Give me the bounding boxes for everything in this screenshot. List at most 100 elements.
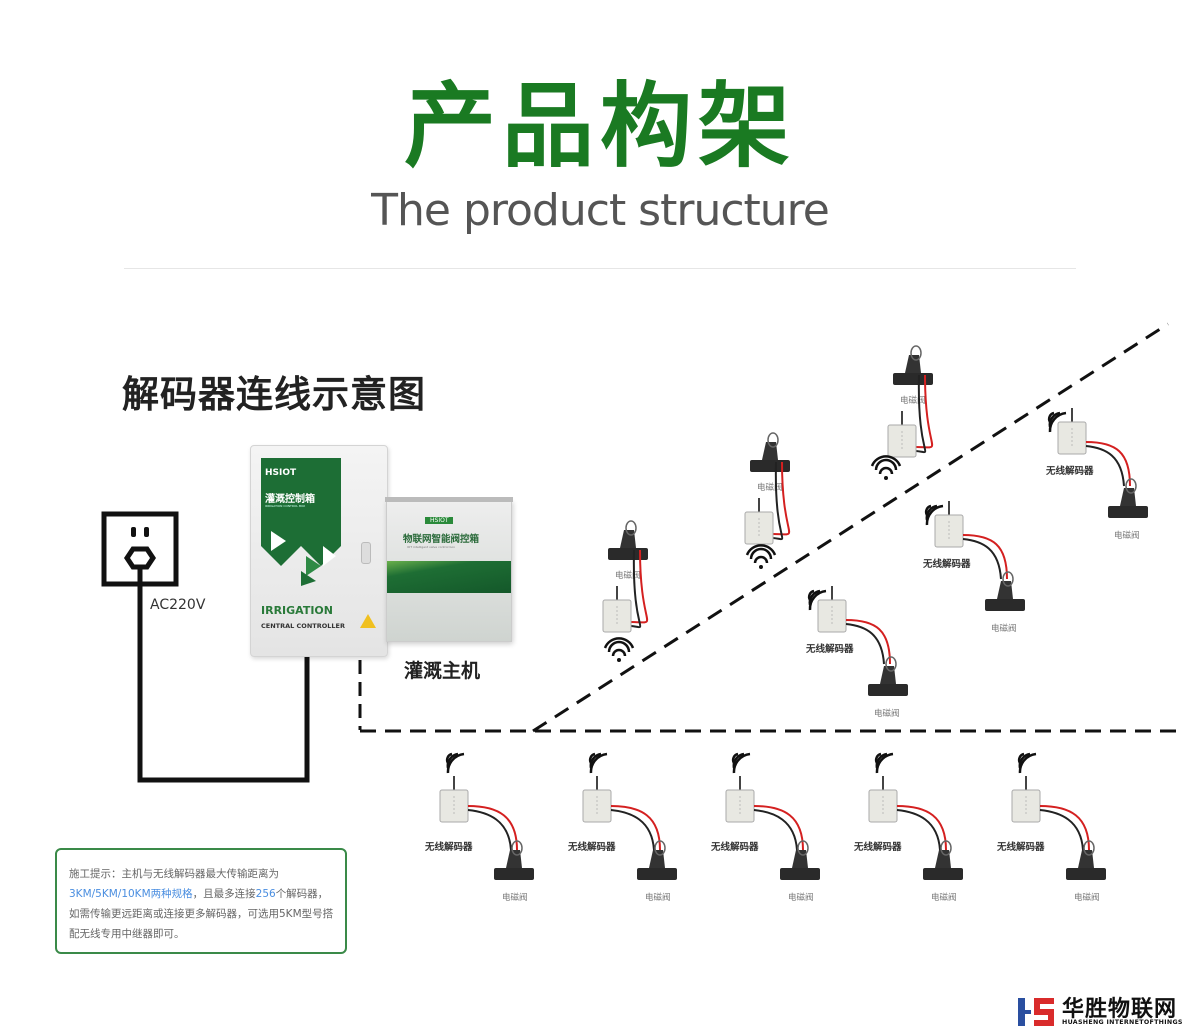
construction-note: 施工提示：主机与无线解码器最大传输距离为3KM/5KM/10KM两种规格，且最多… [55, 848, 347, 954]
black-wire [630, 549, 642, 629]
wifi-dot [759, 565, 763, 569]
radio-signal-icon [925, 504, 944, 526]
solenoid-valve-icon [985, 599, 1025, 611]
diagram-heading: 解码器连线示意图 [122, 373, 426, 416]
door-latch [361, 542, 371, 564]
black-wire [962, 538, 1002, 580]
iot-box-name-cn: 物联网智能阀控箱 [403, 534, 480, 545]
valve-label: 电磁阀 [1074, 892, 1100, 903]
wifi-signal-icon [753, 555, 769, 564]
controller-name-cn: 灌溉控制箱 [265, 494, 315, 505]
valve-coil [797, 840, 809, 856]
controller-line2: CENTRAL CONTROLLER [261, 622, 345, 630]
radio-signal-icon [1018, 752, 1037, 774]
decoder-label: 无线解码器 [853, 841, 902, 853]
solenoid-valve-icon [1066, 868, 1106, 880]
wifi-dot [617, 658, 621, 662]
decoder-label: 无线解码器 [805, 643, 854, 655]
valve-label: 电磁阀 [900, 395, 926, 406]
brand-name-en: HUASHENG INTERNETOFTHINGS [1062, 1019, 1183, 1026]
solenoid-valve-icon [893, 373, 933, 385]
black-wire [772, 461, 784, 541]
valve-label: 电磁阀 [788, 892, 814, 903]
page-title: 产品构架 [403, 73, 796, 180]
valve-coil [940, 840, 952, 856]
valve-label: 电磁阀 [757, 482, 783, 493]
valve-coil [885, 656, 897, 672]
note-text-3: 个解码器，如需传输更远距离或连接更多解码器，可选用5KM型号搭配无线专用中继器即… [69, 888, 334, 940]
solenoid-valve-icon [868, 684, 908, 696]
valve-coil [910, 345, 922, 361]
radio-signal-icon [446, 752, 465, 774]
controller-pattern [261, 526, 341, 586]
valve-coil [625, 520, 637, 536]
controller-line1: IRRIGATION [261, 604, 333, 617]
bus-line-diagonal [532, 322, 1169, 733]
controller-green-panel [261, 458, 341, 528]
solenoid-valve-icon [750, 460, 790, 472]
wifi-signal-icon [878, 466, 894, 475]
solenoid-valve-icon [923, 868, 963, 880]
note-text-2: ，且最多连接 [192, 888, 256, 900]
radio-signal-icon [1048, 411, 1067, 433]
solenoid-valve-icon [494, 868, 534, 880]
valve-coil [767, 432, 779, 448]
radio-signal-icon [808, 589, 827, 611]
wifi-signal-icon [870, 455, 902, 467]
solenoid-valve-icon [1108, 506, 1148, 518]
brand-logo-icon [1018, 998, 1054, 1026]
decoder-label: 无线解码器 [996, 841, 1045, 853]
wifi-dot [884, 476, 888, 480]
black-wire [915, 374, 927, 454]
note-text-1: 施工提示：主机与无线解码器最大传输距离为 [69, 868, 279, 880]
radio-signal-icon [875, 752, 894, 774]
iot-box-roof [385, 497, 513, 502]
warning-icon [360, 614, 376, 628]
decoder-label: 无线解码器 [710, 841, 759, 853]
iot-box-green-band [387, 561, 511, 593]
black-wire [1085, 445, 1125, 487]
host-label: 灌溉主机 [404, 660, 481, 682]
controller-name-en: IRRIGATION CONTROL BOX [265, 504, 306, 508]
black-wire [467, 809, 512, 851]
valve-label: 电磁阀 [874, 708, 900, 719]
valve-label: 电磁阀 [645, 892, 671, 903]
decoder-label: 无线解码器 [567, 841, 616, 853]
decoder-label: 无线解码器 [1045, 465, 1094, 477]
divider [124, 268, 1076, 269]
solenoid-valve-icon [780, 868, 820, 880]
decoder-label: 无线解码器 [424, 841, 473, 853]
valve-coil [654, 840, 666, 856]
red-wire [1085, 441, 1131, 487]
black-wire [753, 809, 798, 851]
note-highlight-count: 256 [255, 888, 276, 900]
iot-box-name-en: IOT intelligent valve control box [407, 545, 455, 549]
radio-signal-icon [589, 752, 608, 774]
irrigation-controller-box: HSIOT 灌溉控制箱 IRRIGATION CONTROL BOX IRRIG… [250, 445, 388, 657]
valve-coil [1125, 478, 1137, 494]
valve-coil [511, 840, 523, 856]
valve-label: 电磁阀 [1114, 530, 1140, 541]
valve-label: 电磁阀 [931, 892, 957, 903]
solenoid-valve-icon [608, 548, 648, 560]
wifi-signal-icon [607, 640, 631, 653]
iot-box-brand: HSIOT [425, 517, 454, 524]
wifi-signal-icon [745, 544, 777, 556]
red-wire [845, 619, 891, 665]
decoder-label: 无线解码器 [922, 558, 971, 570]
iot-valve-control-box: HSIOT 物联网智能阀控箱 IOT intelligent valve con… [385, 497, 513, 642]
valve-coil [1002, 571, 1014, 587]
wifi-signal-icon [874, 458, 898, 471]
solenoid-valve-icon [637, 868, 677, 880]
wifi-signal-icon [603, 637, 635, 649]
red-wire [962, 534, 1008, 580]
wifi-signal-icon [749, 547, 773, 560]
black-wire [896, 809, 941, 851]
valve-label: 电磁阀 [502, 892, 528, 903]
valve-label: 电磁阀 [991, 623, 1017, 634]
valve-label: 电磁阀 [615, 570, 641, 581]
radio-signal-icon [732, 752, 751, 774]
power-label: AC220V [150, 597, 206, 613]
brand-name-cn: 华胜物联网 [1062, 997, 1178, 1022]
